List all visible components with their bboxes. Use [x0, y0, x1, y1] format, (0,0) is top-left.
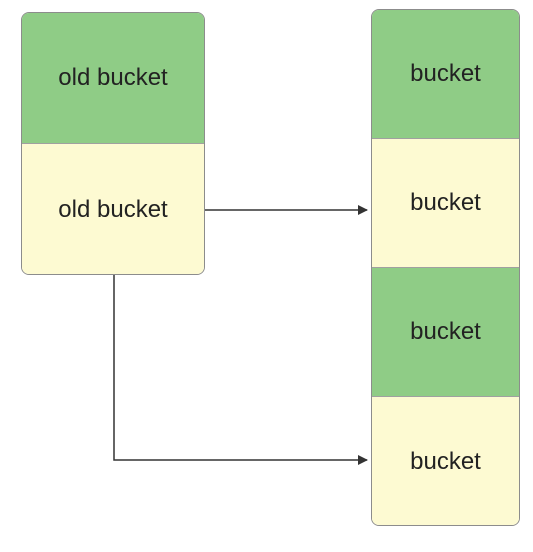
- old-bucket-1: old bucket: [22, 143, 204, 274]
- old-bucket-1-label: old bucket: [58, 196, 168, 223]
- new-bucket-3-label: bucket: [410, 448, 481, 475]
- new-bucket-array: bucket bucket bucket bucket: [371, 9, 520, 526]
- old-bucket-0: old bucket: [22, 13, 204, 143]
- new-bucket-3: bucket: [372, 396, 519, 525]
- new-bucket-1: bucket: [372, 138, 519, 267]
- new-bucket-0-label: bucket: [410, 60, 481, 87]
- arrow-old-bucket-1-to-bucket-3: [113, 275, 368, 465]
- new-bucket-2: bucket: [372, 267, 519, 396]
- old-bucket-array: old bucket old bucket: [21, 12, 205, 275]
- new-bucket-0: bucket: [372, 10, 519, 138]
- new-bucket-1-label: bucket: [410, 189, 481, 216]
- old-bucket-0-label: old bucket: [58, 64, 168, 91]
- new-bucket-2-label: bucket: [410, 318, 481, 345]
